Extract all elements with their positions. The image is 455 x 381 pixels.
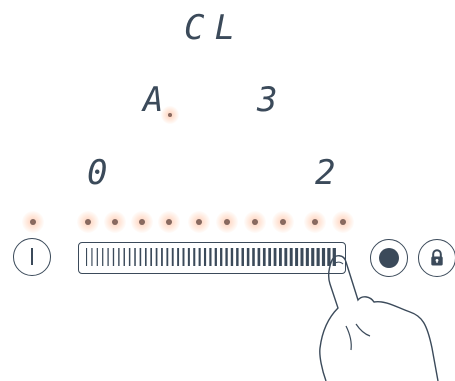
slider-tick <box>263 248 266 266</box>
slider-tick <box>134 248 136 266</box>
level-indicator-dot <box>224 219 230 225</box>
slider-tick <box>102 248 103 266</box>
slider-tick <box>91 248 92 266</box>
power-button[interactable] <box>13 238 51 276</box>
level-indicator-dot <box>166 219 172 225</box>
slider-tick <box>295 248 298 266</box>
slider-tick <box>86 248 87 266</box>
slider-tick <box>306 248 309 266</box>
slider-tick <box>258 248 261 266</box>
level-indicator-dot <box>139 219 145 225</box>
slider-tick <box>124 248 125 266</box>
slider-tick <box>113 248 114 266</box>
power-level-slider[interactable] <box>78 242 346 274</box>
level-indicator-dot <box>85 219 91 225</box>
display-right: 3 <box>257 80 283 120</box>
level-indicator-dot <box>312 219 318 225</box>
slider-tick <box>199 248 201 266</box>
slider-tick <box>247 248 250 266</box>
slider-tick <box>129 248 130 266</box>
slider-tick <box>97 248 98 266</box>
decimal-dot-icon <box>168 113 172 117</box>
slider-tick <box>188 248 190 266</box>
slider-ticks <box>86 248 338 266</box>
zone-left-display: 0 <box>87 153 113 193</box>
slider-tick <box>118 248 119 266</box>
level-indicator-dot <box>252 219 258 225</box>
display-top: CL <box>184 8 245 48</box>
slider-tick <box>236 248 238 266</box>
slider-tick <box>161 248 163 266</box>
power-icon <box>31 248 33 265</box>
slider-tick <box>193 248 195 266</box>
slider-tick <box>268 248 271 266</box>
slider-tick <box>252 248 255 266</box>
level-indicator-dot <box>340 219 346 225</box>
finger-pointer-icon <box>310 252 450 381</box>
slider-tick <box>241 248 243 266</box>
slider-tick <box>156 248 158 266</box>
slider-tick <box>220 248 222 266</box>
slider-tick <box>300 248 303 266</box>
slider-tick <box>204 248 206 266</box>
slider-tick <box>279 248 282 266</box>
zone-right-display: 2 <box>315 153 341 193</box>
slider-tick <box>183 248 185 266</box>
level-indicator-dot <box>280 219 286 225</box>
level-indicator-dot <box>112 219 118 225</box>
slider-tick <box>145 248 147 266</box>
slider-tick <box>215 248 217 266</box>
slider-tick <box>225 248 227 266</box>
slider-tick <box>177 248 179 266</box>
slider-tick <box>284 248 287 266</box>
slider-tick <box>140 248 142 266</box>
power-indicator-dot <box>30 219 36 225</box>
level-indicator-dot <box>196 219 202 225</box>
slider-tick <box>166 248 168 266</box>
slider-tick <box>274 248 277 266</box>
slider-tick <box>150 248 152 266</box>
slider-tick <box>290 248 293 266</box>
slider-tick <box>107 248 108 266</box>
slider-tick <box>209 248 211 266</box>
slider-tick <box>231 248 233 266</box>
slider-tick <box>172 248 174 266</box>
